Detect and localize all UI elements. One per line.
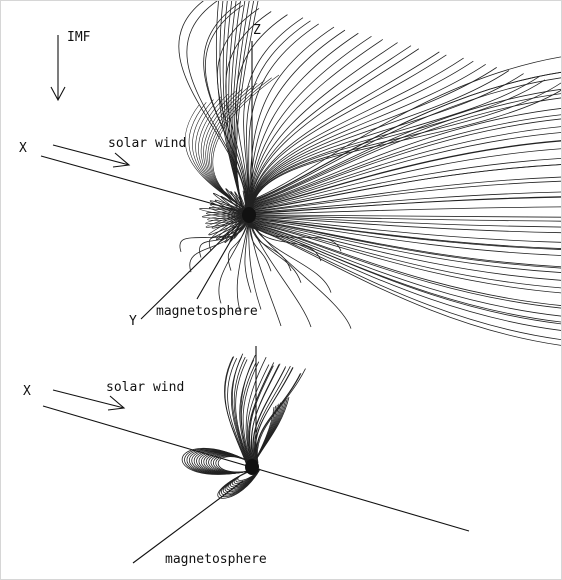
field-line: [249, 132, 561, 207]
field-line: [249, 56, 561, 201]
bottom-solar-wind-label: solar wind: [106, 381, 184, 394]
top-z-axis-label: Z: [253, 24, 261, 37]
top-x-axis-label: X: [19, 142, 27, 155]
top-solar-wind-label: solar wind: [108, 137, 186, 150]
top-field-lines: [179, 1, 561, 346]
bottom-magnetosphere-label: magnetosphere: [165, 553, 267, 566]
imf-arrow-icon: [51, 35, 65, 100]
field-line: [249, 218, 351, 329]
bottom-field-lines: [182, 354, 305, 499]
bottom-earth-icon: [245, 459, 259, 475]
field-line: [250, 49, 419, 209]
imf-label: IMF: [67, 31, 90, 44]
field-line: [252, 80, 544, 209]
top-magnetosphere-label: magnetosphere: [156, 305, 258, 318]
top-y-axis-label: Y: [129, 315, 137, 328]
field-line: [249, 227, 561, 346]
bottom-x-axis-label: X: [23, 385, 31, 398]
top-earth-icon: [242, 207, 256, 223]
